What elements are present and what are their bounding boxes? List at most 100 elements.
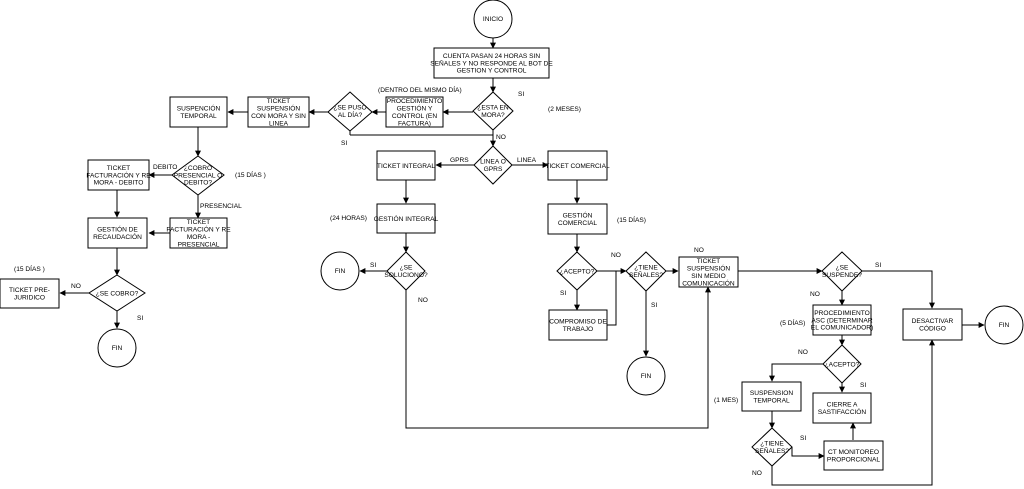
label-acepto-1: ¿ACEPTO? bbox=[560, 268, 595, 275]
edge-label-gprs: GPRS bbox=[450, 157, 469, 164]
label-line: ¿ESTA EN bbox=[477, 105, 509, 112]
label-line: MORA? bbox=[481, 112, 505, 119]
label-line: LINEA O bbox=[480, 159, 506, 166]
edge-label-quince-dias-left: (15 DÍAS ) bbox=[235, 170, 266, 179]
label-line: ASC (DETERMINAR bbox=[811, 317, 872, 324]
node-fin-integral: FIN bbox=[320, 251, 360, 291]
label-line: COMUNICACIÓN bbox=[682, 278, 735, 287]
label-line: CON MORA Y SIN bbox=[251, 113, 306, 120]
edge-acepto2-no bbox=[769, 363, 823, 382]
label-line: CT MONITOREO bbox=[828, 449, 879, 456]
edge-label-no-cobro: NO bbox=[71, 283, 81, 290]
label-line: TICKET PRE- bbox=[9, 287, 50, 294]
edge-soluciono-no bbox=[405, 286, 711, 429]
edge-label-no-acepto-2: NO bbox=[798, 349, 808, 356]
label-line: SOLUCIONO? bbox=[384, 272, 428, 279]
edge-label-veinticuatro-horas: (24 HORAS) bbox=[330, 215, 367, 222]
edge-label-si-acepto-2: SI bbox=[860, 382, 866, 389]
label-ticket-comercial: TICKET COMERCIAL bbox=[545, 163, 610, 170]
label-line: ¿COBRO bbox=[184, 165, 212, 172]
label-line: SASTIFACCIÓN bbox=[818, 407, 867, 416]
node-ticket-integral: TICKET INTEGRAL bbox=[376, 150, 436, 181]
edge-label-si-senales-1: SI bbox=[651, 302, 657, 309]
label-line: CÓDIGO bbox=[919, 324, 946, 333]
label-line: ¿SE bbox=[836, 265, 849, 272]
edge-label-si-soluciono: SI bbox=[370, 262, 376, 269]
label-line: GESTIÓN Y bbox=[397, 104, 433, 113]
node-acepto-1: ¿ACEPTO? bbox=[556, 251, 598, 291]
edge-label-si-cobro: SI bbox=[137, 315, 143, 322]
label-line: DESACTIVAR bbox=[912, 318, 954, 325]
label-line: SUSPENSIÓN bbox=[687, 264, 730, 273]
label-line: ¿TIENE bbox=[634, 265, 658, 272]
label-line: SEÑALES? bbox=[629, 270, 663, 279]
label-fin-mid: FIN bbox=[641, 373, 652, 380]
label-line: EL COMUNICADOR) bbox=[811, 325, 873, 332]
edge-label-si-senales-2: SI bbox=[800, 435, 806, 442]
label-line: FACTURACIÓN Y RE bbox=[166, 225, 231, 234]
node-gestion-integral: GESTIÓN INTEGRAL bbox=[374, 203, 439, 234]
edge-label-presencial: PRESENCIAL bbox=[200, 203, 242, 210]
edge-label-si-mora: SI bbox=[518, 91, 524, 98]
label-line: SUSPENCIÓN bbox=[177, 104, 221, 113]
edge-label-no-acepto-1: NO bbox=[611, 252, 621, 259]
edge-label-quince-dias-prejuridico: (15 DÍAS ) bbox=[14, 264, 45, 273]
label-line: ¿SE bbox=[400, 265, 413, 272]
label-fin-integral: FIN bbox=[335, 268, 346, 275]
label-line: FACTURACIÓN Y RE bbox=[86, 170, 151, 179]
label-line: TICKET bbox=[267, 98, 290, 105]
label-ticket-prejuridico: TICKET PRE-JURIDICO bbox=[9, 287, 50, 301]
label-line: AL DÍA? bbox=[338, 110, 363, 119]
edge-label-dentro-mismo-dia: (DENTRO DEL MISMO DÍA) bbox=[378, 85, 462, 94]
label-line: ¿SE PUSO bbox=[333, 105, 366, 112]
node-se-cobro: ¿SE COBRO? bbox=[88, 274, 146, 312]
label-line: ¿SE COBRO? bbox=[96, 290, 139, 297]
label-ticket-integral: TICKET INTEGRAL bbox=[377, 163, 435, 170]
label-line: FACTURA) bbox=[398, 120, 431, 127]
label-line: TEMPORAL bbox=[753, 398, 790, 405]
label-line: TRABAJO bbox=[563, 326, 593, 333]
label-line: ¿ACEPTO? bbox=[560, 268, 595, 275]
label-line: COMERCIAL bbox=[558, 220, 598, 227]
label-line: TICKET INTEGRAL bbox=[377, 163, 435, 170]
edge-label-si-suspende: SI bbox=[875, 262, 881, 269]
edge-label-un-mes: (1 MES) bbox=[714, 397, 738, 404]
node-ticket-comercial: TICKET COMERCIAL bbox=[545, 150, 610, 181]
node-ticket-prejuridico: TICKET PRE-JURIDICO bbox=[0, 278, 60, 309]
node-acepto-2: ¿ACEPTO? bbox=[822, 344, 862, 384]
node-fin-right: FIN bbox=[984, 305, 1024, 345]
edge-label-no-suspende: NO bbox=[810, 291, 820, 298]
edge-label-no-mora: NO bbox=[496, 134, 506, 141]
